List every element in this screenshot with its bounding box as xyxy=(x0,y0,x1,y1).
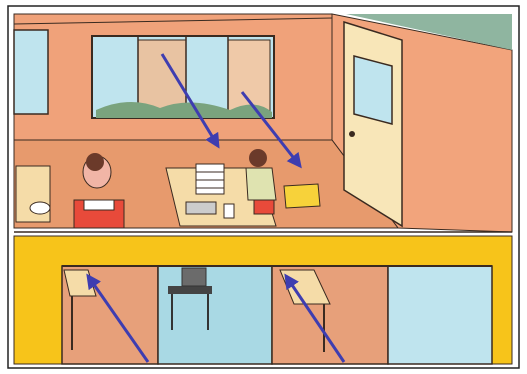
box-icon xyxy=(284,184,320,208)
door xyxy=(344,22,402,226)
left-window xyxy=(14,30,48,114)
left-desk xyxy=(16,166,50,222)
lower-panel-far-right xyxy=(388,266,492,364)
lower-panel-center xyxy=(158,266,272,364)
center-window xyxy=(92,36,274,118)
printer-icon xyxy=(196,164,224,194)
cup-icon xyxy=(224,204,234,218)
